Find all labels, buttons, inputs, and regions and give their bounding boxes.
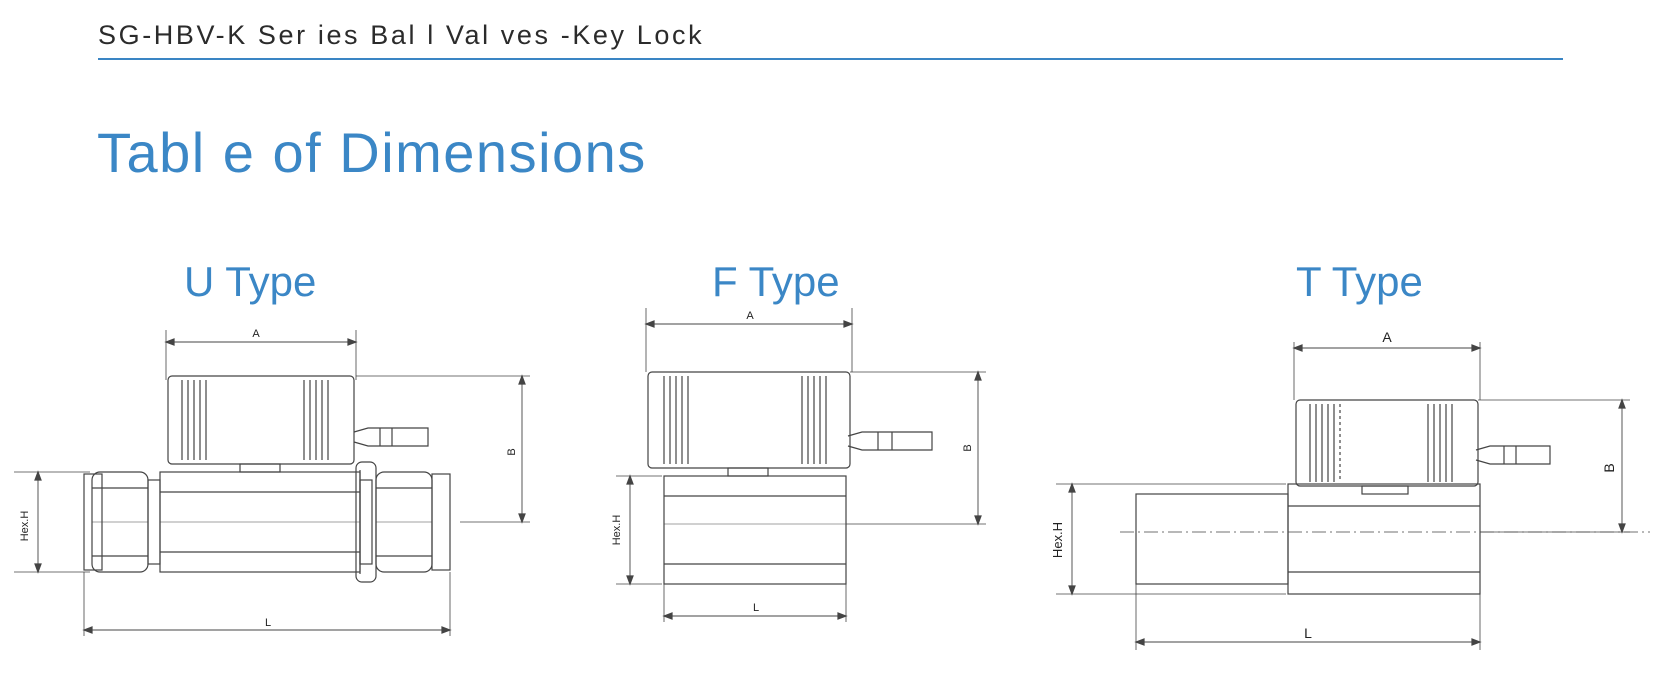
section-title: Tabl e of Dimensions	[97, 121, 647, 184]
f-dim-b-label: B	[962, 444, 974, 451]
f-dim-l-label: L	[753, 602, 759, 614]
u-type-title: U Type	[184, 258, 317, 305]
f-dim-a-label: A	[746, 310, 754, 322]
t-dim-a-label: A	[1382, 329, 1392, 345]
t-dim-b-label: B	[1601, 463, 1617, 472]
f-dim-hex-label: Hex.H	[611, 515, 623, 546]
t-type-drawing: A B Hex.H L	[1050, 329, 1650, 650]
u-type-drawing: A B Hex.H L	[14, 328, 530, 636]
f-type-drawing: A B Hex.H L	[611, 308, 986, 622]
t-dim-hex-label: Hex.H	[1050, 522, 1065, 558]
header-divider	[98, 58, 1563, 60]
u-dim-l-label: L	[265, 617, 271, 629]
t-dim-l-label: L	[1304, 625, 1312, 641]
u-dim-a-label: A	[252, 328, 260, 340]
f-type-title: F Type	[712, 258, 840, 305]
t-type-title: T Type	[1296, 258, 1423, 305]
document-header-title: SG-HBV-K Ser ies Bal l Val ves -Key Lock	[98, 20, 705, 50]
u-dim-b-label: B	[506, 448, 518, 455]
u-dim-hex-label: Hex.H	[19, 511, 31, 542]
